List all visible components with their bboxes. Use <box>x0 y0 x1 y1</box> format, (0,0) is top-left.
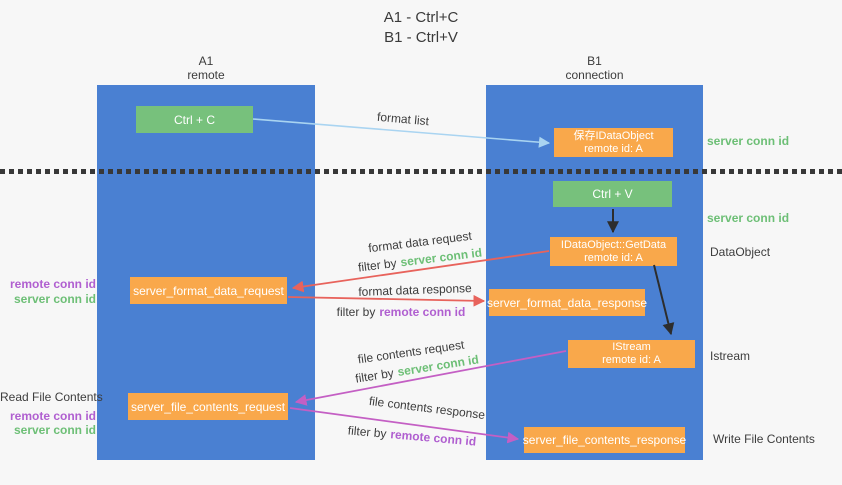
dotted-separator-line <box>0 169 842 174</box>
node-sfcreq-label: server_file_contents_request <box>130 399 286 414</box>
node-istream-line1: IStream <box>612 341 651 353</box>
lane-header-b1: B1 connection <box>486 54 703 82</box>
arrow-getdata-to-istream <box>653 264 675 336</box>
label-dataobject: DataObject <box>710 245 771 259</box>
lane-b1-name: B1 <box>587 54 602 68</box>
label-server-conn-id-left-1: server conn id <box>13 292 96 306</box>
arrow-file-contents-request <box>294 350 567 406</box>
label-istream: Istream <box>710 349 751 363</box>
lane-b1-subtitle: connection <box>565 68 624 82</box>
node-ctrl-c: Ctrl + C <box>136 106 253 133</box>
label-remote-conn-id-left-2: remote conn id <box>9 409 96 423</box>
node-idataobject-getdata: IDataObject::GetData remote id: A <box>550 237 677 266</box>
node-sfdreq-label: server_format_data_request <box>133 283 284 298</box>
title-line-1: A1 - Ctrl+C <box>383 9 459 26</box>
diagram-title: A1 - Ctrl+C B1 - Ctrl+V <box>0 8 842 48</box>
node-server-format-data-request: server_format_data_request <box>130 277 287 304</box>
filter-by-text: filter by <box>336 305 376 319</box>
node-server-file-contents-response: server_file_contents_response <box>522 427 687 453</box>
label-server-conn-id-right-top: server conn id <box>707 134 790 148</box>
lane-a1-name: A1 <box>198 54 214 68</box>
node-getdata-line1: IDataObject::GetData <box>560 238 667 251</box>
title-line-2: B1 - Ctrl+V <box>384 29 458 46</box>
node-istream: IStream remote id: A <box>568 340 695 368</box>
label-remote-conn-id-left-1: remote conn id <box>9 277 96 291</box>
label-server-conn-id-right-mid: server conn id <box>707 211 790 225</box>
node-ctrl-v: Ctrl + V <box>553 181 672 207</box>
node-server-file-contents-request: server_file_contents_request <box>128 393 288 420</box>
lane-header-a1: A1 remote <box>97 54 315 82</box>
node-sfcresp-label: server_file_contents_response <box>522 433 687 447</box>
node-server-format-data-response: server_format_data_response <box>486 289 648 316</box>
label-group-conn-ids-file: remote conn id server conn id <box>0 409 96 437</box>
label-write-file-contents: Write File Contents <box>713 432 815 446</box>
label-server-conn-id-left-2: server conn id <box>13 423 96 437</box>
node-sfdresp-label: server_format_data_response <box>486 295 648 310</box>
label-group-conn-ids-format: remote conn id server conn id <box>0 277 96 307</box>
remote-conn-id-text: remote conn id <box>379 305 466 319</box>
arrow-format-data-request <box>291 250 550 293</box>
node-save-idataobject-line2: remote id: A <box>584 142 643 155</box>
node-ctrl-v-label: Ctrl + V <box>592 187 633 201</box>
label-read-file-contents: Read File Contents <box>0 390 103 404</box>
node-istream-line2: remote id: A <box>602 354 661 366</box>
node-ctrl-c-label: Ctrl + C <box>173 112 215 127</box>
arrow-format-data-response <box>287 294 486 307</box>
arrow-format-list <box>252 118 551 148</box>
arrow-file-contents-response <box>289 407 520 444</box>
node-save-idataobject-line1: 保存IDataObject <box>573 129 654 142</box>
node-save-idataobject: 保存IDataObject remote id: A <box>554 128 673 157</box>
lane-a1-subtitle: remote <box>187 68 225 82</box>
node-getdata-line2: remote id: A <box>584 251 643 264</box>
